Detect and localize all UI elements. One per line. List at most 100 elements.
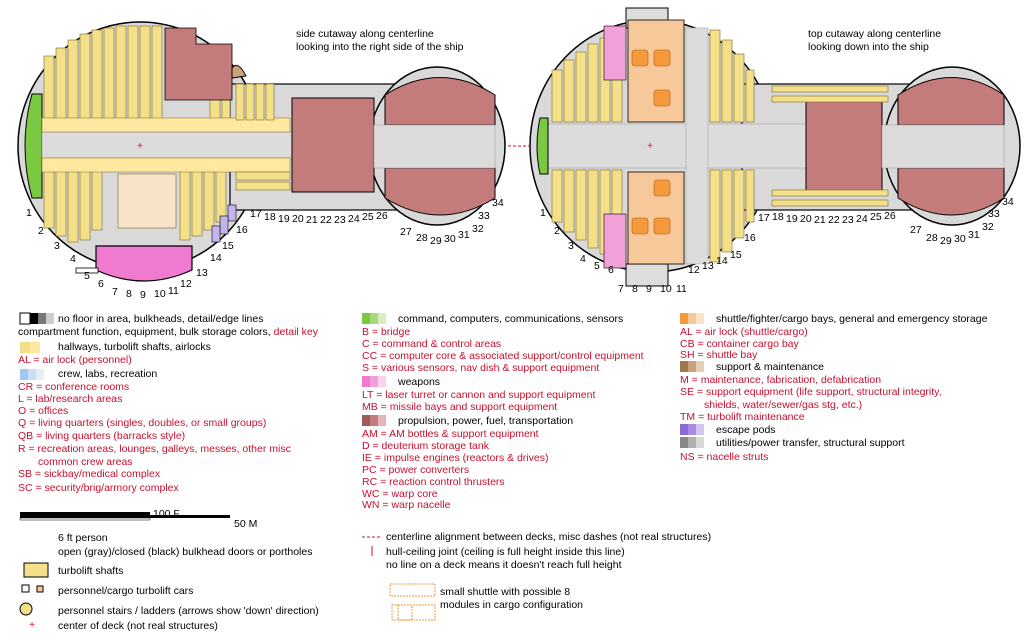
legend-entry: M = maintenance, fabrication, defabricat… — [680, 374, 882, 386]
side-section-number: 8 — [126, 288, 132, 300]
side-weapons-top — [231, 64, 247, 79]
top-section-number: 17 — [758, 212, 770, 224]
legend-entry: SB = sickbay/medical complex — [18, 468, 161, 480]
legend-entry: WC = warp core — [362, 488, 438, 500]
legend-entry: TM = turbolift maintenance — [680, 411, 805, 423]
side-section-number: 32 — [472, 223, 484, 235]
side-section-number: 5 — [84, 270, 90, 282]
side-section-number: 26 — [376, 210, 388, 222]
legend-entry: Q = living quarters (singles, doubles, o… — [18, 417, 267, 429]
legend-entry: L = lab/research areas — [18, 393, 123, 405]
top-section-number: 33 — [988, 208, 1000, 220]
top-section-number: 30 — [954, 233, 966, 245]
legend-entry: QB = living quarters (barracks style) — [18, 430, 186, 442]
symbol-entry: open (gray)/closed (black) bulkhead door… — [58, 546, 313, 558]
top-section-number: 12 — [688, 264, 700, 276]
side-section-number: 16 — [236, 224, 248, 236]
legend-entry: escape pods — [716, 424, 776, 436]
side-aft-corridor — [373, 124, 496, 169]
top-section-number: 32 — [982, 221, 994, 233]
legend-swatches: + — [19, 312, 704, 631]
side-section-number: 20 — [292, 213, 304, 225]
legend-entry: SH = shuttle bay — [680, 349, 758, 361]
side-escape-pods — [211, 204, 237, 243]
top-section-number: 22 — [828, 214, 840, 226]
side-section-number: 12 — [180, 278, 192, 290]
legend-entry: RC = reaction control thrusters — [362, 476, 505, 488]
side-aft-engine-top — [384, 77, 496, 126]
top-section-number: 15 — [730, 249, 742, 261]
top-section-number: 28 — [926, 232, 938, 244]
top-section-number: 23 — [842, 214, 854, 226]
misc-entry: modules in cargo configuration — [440, 599, 584, 611]
side-hallway-strip-lower — [41, 157, 291, 173]
legend-entry: R = recreation areas, lounges, galleys, … — [18, 443, 291, 455]
legend-entry: IE = impulse engines (reactors & drives) — [362, 452, 549, 464]
top-section-number: 6 — [608, 264, 614, 276]
top-section-number: 20 — [800, 213, 812, 225]
top-section-number: 10 — [660, 283, 672, 295]
svg-text:+: + — [29, 620, 35, 631]
stairs-symbol — [19, 602, 33, 616]
symbol-entry: personnel stairs / ladders (arrows show … — [58, 605, 319, 617]
side-section-number: 15 — [222, 240, 234, 252]
side-section-number: 11 — [168, 285, 179, 297]
side-caption-line2: looking into the right side of the ship — [296, 41, 464, 53]
legend-entry: C = command & control areas — [362, 338, 502, 350]
side-section-number: 1 — [26, 207, 32, 219]
top-weapons-upper — [603, 25, 627, 81]
top-weapons-lower — [603, 213, 627, 269]
top-section-number: 4 — [580, 253, 586, 265]
side-cutaway: + — [17, 21, 506, 282]
misc-entry: small shuttle with possible 8 — [440, 586, 571, 598]
legend-entry: crew, labs, recreation — [58, 368, 158, 380]
side-center-marker: + — [137, 141, 143, 152]
side-propulsion-upper — [164, 27, 233, 101]
symbol-entry: turbolift shafts — [58, 565, 124, 577]
legend-entry-link[interactable]: detail key — [270, 326, 318, 338]
side-pod-rail — [75, 267, 99, 274]
top-shuttle-bay-upper — [627, 19, 685, 123]
top-aft-corridor — [881, 124, 1005, 169]
top-section-number: 19 — [786, 213, 798, 225]
legend-entry: NS = nacelle struts — [680, 451, 769, 463]
legend-entry: SC = security/brig/armory complex — [18, 482, 179, 494]
top-section-number: 3 — [568, 240, 574, 252]
misc-entry: hull-ceiling joint (ceiling is full heig… — [386, 546, 625, 558]
misc-entry: centerline alignment between decks, misc… — [386, 531, 712, 543]
side-section-number: 33 — [478, 210, 490, 222]
side-section-number: 34 — [492, 197, 504, 209]
top-section-number: 7 — [618, 283, 624, 295]
side-weapons-pod — [95, 245, 193, 282]
top-caption-line2: looking down into the ship — [808, 41, 929, 53]
side-caption-line1: side cutaway along centerline — [296, 28, 434, 40]
side-section-number: 25 — [362, 211, 374, 223]
legend-entry: D = deuterium storage tank — [362, 440, 489, 452]
side-section-number: 27 — [400, 226, 412, 238]
legend-entry: no floor in area, bulkheads, detail/edge… — [58, 313, 264, 325]
top-section-number: 14 — [716, 255, 728, 267]
side-section-number: 2 — [38, 225, 44, 237]
top-section-number: 11 — [676, 283, 687, 295]
side-section-number: 22 — [320, 214, 332, 226]
top-section-number: 16 — [744, 232, 756, 244]
legend-entry: AL = air lock (shuttle/cargo) — [680, 326, 808, 338]
top-main-hallway — [539, 123, 809, 169]
legend-entry: SE = support equipment (life support, st… — [680, 386, 942, 398]
top-section-number: 2 — [554, 225, 560, 237]
side-section-number: 29 — [430, 235, 442, 247]
legend-entry: propulsion, power, fuel, transportation — [398, 415, 574, 427]
legend-entry: LT = laser turret or cannon and support … — [362, 389, 596, 401]
legend-entry: MB = missile bays and support equipment — [362, 401, 558, 413]
scale-meters-label: 50 M — [234, 518, 258, 530]
top-aft-engine-bottom — [897, 167, 1005, 216]
side-section-number: 14 — [210, 252, 222, 264]
side-section-number: 23 — [334, 214, 346, 226]
side-section-number: 6 — [98, 278, 104, 290]
legend-entry: compartment function, equipment, bulk st… — [18, 326, 318, 338]
scale-feet-label: 100 F — [153, 508, 180, 520]
legend-entry: PC = power converters — [362, 464, 470, 476]
legend-entry: O = offices — [18, 405, 69, 417]
top-section-number: 24 — [856, 213, 868, 225]
legend-entry: utilities/power transfer, structural sup… — [716, 437, 905, 449]
